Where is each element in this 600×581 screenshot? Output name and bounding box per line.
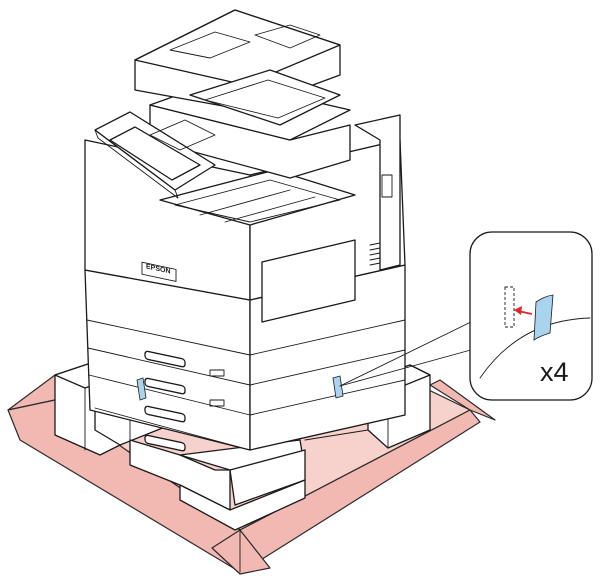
callout-leaders [339,319,479,387]
side-vents [369,242,381,266]
tape-outline [504,286,515,328]
callout-frame [469,231,593,401]
pull-arrow [514,306,533,315]
quantity-label: x4 [540,357,569,387]
protective-tape [136,375,344,401]
printer-illustration [84,9,406,452]
tape-detail [533,294,554,341]
box-flap-bottom [211,529,271,575]
detail-callout [469,231,593,401]
output-tray [159,169,356,226]
control-panel [94,111,216,199]
box-flap-right [429,379,496,421]
tape-right [332,375,344,399]
tape-left [136,377,147,401]
